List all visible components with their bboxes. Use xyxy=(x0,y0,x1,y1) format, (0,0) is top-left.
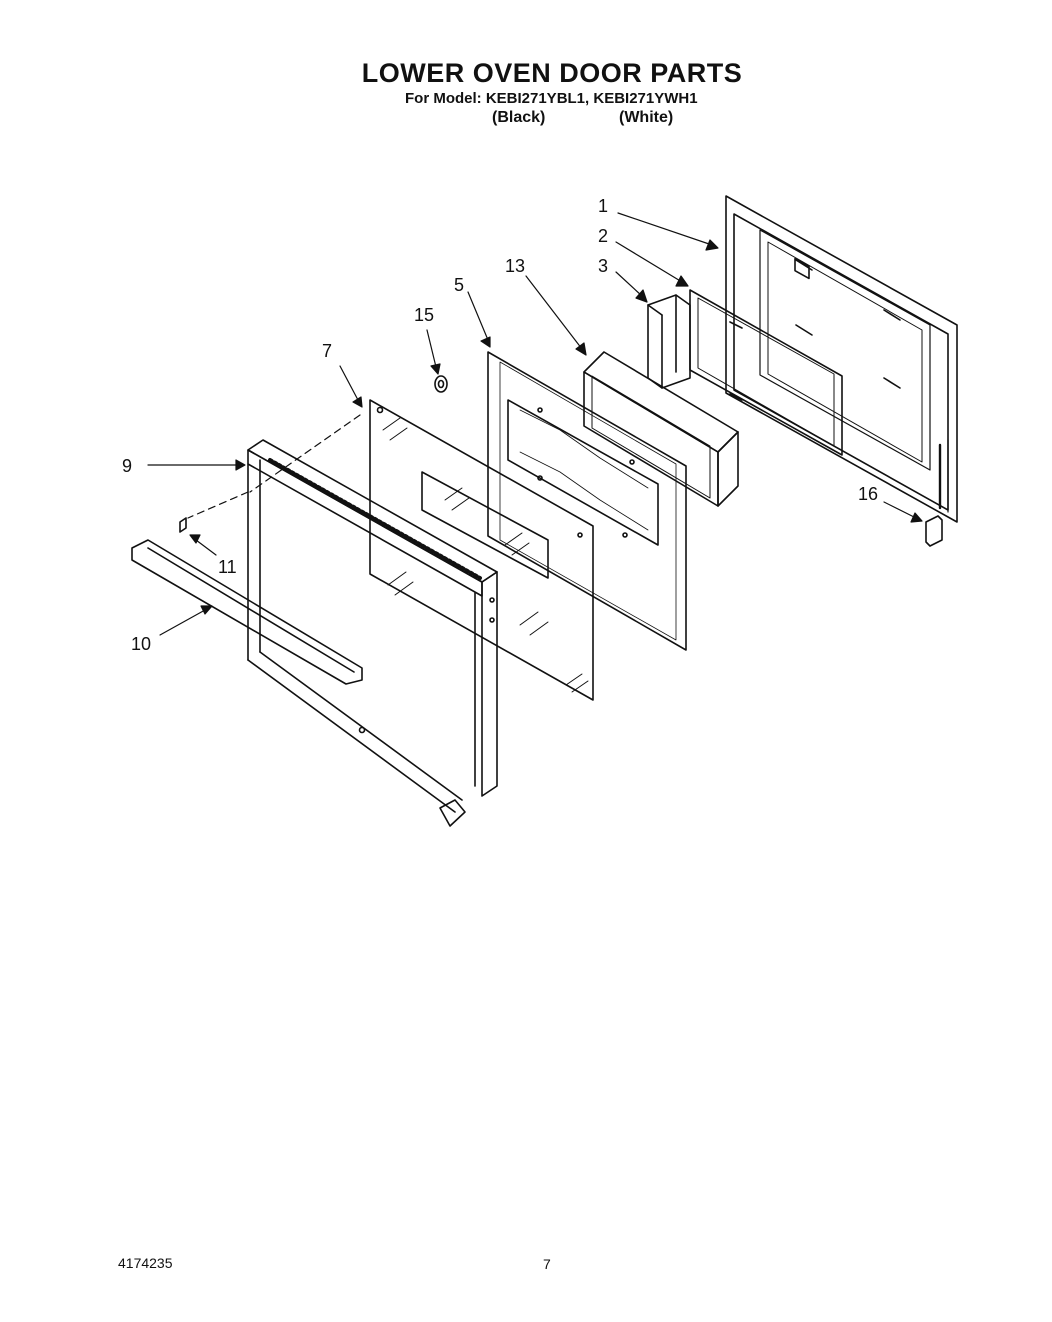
callout-1: 1 xyxy=(598,196,609,216)
callout-15: 15 xyxy=(414,305,435,325)
part-7-glass-panel xyxy=(370,400,593,700)
document-number: 4174235 xyxy=(118,1255,173,1271)
page-number: 7 xyxy=(543,1256,551,1272)
callout-13: 13 xyxy=(505,256,526,276)
callout-11: 11 xyxy=(218,557,237,577)
model-line: For Model: KEBI271YBL1, KEBI271YWH1 xyxy=(405,90,698,107)
callout-9: 9 xyxy=(122,456,133,476)
variant-white-label: (White) xyxy=(619,109,674,126)
callout-3: 3 xyxy=(598,256,609,276)
part-1-outer-door-panel xyxy=(726,196,957,522)
part-5-inner-door-panel xyxy=(488,352,686,650)
part-9-door-frame xyxy=(248,440,497,826)
assembly-dashed-lines xyxy=(188,415,360,518)
part-15-washer xyxy=(435,376,447,392)
variant-black-label: (Black) xyxy=(492,109,546,126)
callout-leaders xyxy=(148,213,922,635)
part-10-handle xyxy=(132,540,362,684)
callout-2: 2 xyxy=(598,226,609,246)
callout-10: 10 xyxy=(131,634,152,654)
callout-16: 16 xyxy=(858,484,879,504)
callout-7: 7 xyxy=(322,341,333,361)
callout-5: 5 xyxy=(454,275,465,295)
part-13-insulation-box xyxy=(584,352,738,506)
part-16-hinge-block xyxy=(926,516,942,546)
part-11-clip xyxy=(180,518,186,532)
page-title: LOWER OVEN DOOR PARTS xyxy=(361,58,743,88)
part-3-bracket xyxy=(648,295,690,388)
part-2-gasket-frame xyxy=(690,290,842,455)
